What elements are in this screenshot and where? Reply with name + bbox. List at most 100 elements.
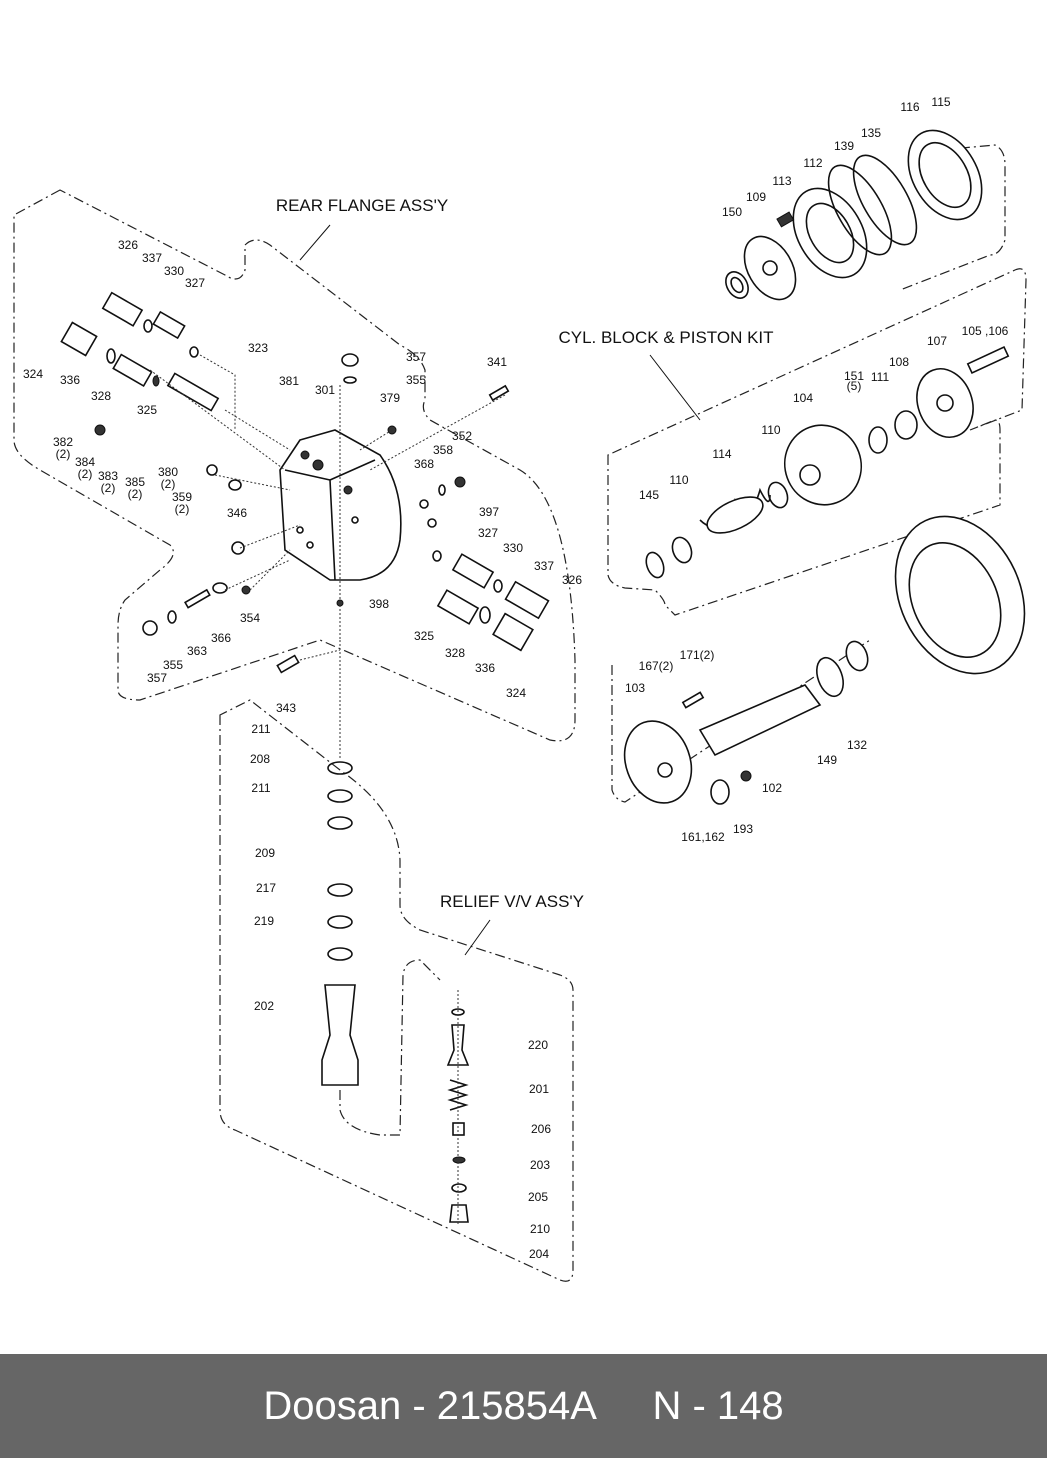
callout-label: 397 — [479, 505, 499, 519]
callout-label: 383 — [98, 469, 118, 483]
callout-label: 327 — [478, 526, 498, 540]
callout-label: 380 — [158, 465, 178, 479]
callout-label: 139 — [834, 139, 854, 153]
callout-label: 398 — [369, 597, 389, 611]
footer-bar: Doosan - 215854A N - 148 — [0, 1354, 1047, 1458]
callout-label: 352 — [452, 429, 472, 443]
callout-label: 325 — [137, 403, 157, 417]
callout-label: 359 — [172, 490, 192, 504]
callout-label: 108 — [889, 355, 909, 369]
motor-housing-boundary — [899, 144, 1006, 291]
callout-label: 203 — [530, 1158, 550, 1172]
callout-label: 324 — [23, 367, 43, 381]
callout-label: 104 — [793, 391, 813, 405]
callout-label: 355 — [406, 373, 426, 387]
callout-label: 384 — [75, 455, 95, 469]
relief-valve-boundary — [219, 699, 574, 1282]
callout-label: 336 — [475, 661, 495, 675]
callout-label: 357 — [147, 671, 167, 685]
callout-label: 358 — [433, 443, 453, 457]
callout-label: 208 — [250, 752, 270, 766]
footer-page-number: N - 148 — [652, 1383, 784, 1428]
callout-label: 325 — [414, 629, 434, 643]
callout-label: 330 — [503, 541, 523, 555]
relief-leader — [464, 919, 491, 956]
rear-flange-leader — [299, 224, 331, 261]
callout-label: 357 — [406, 350, 426, 364]
callout-label: 326 — [562, 573, 582, 587]
callout-label: 132 — [847, 738, 867, 752]
callout-label: 328 — [445, 646, 465, 660]
callout-label: 151 — [844, 369, 864, 383]
callout-label: 341 — [487, 355, 507, 369]
callout-label: 205 — [528, 1190, 548, 1204]
callout-label: 167(2) — [639, 659, 674, 673]
callout-label: 385 — [125, 475, 145, 489]
callout-label: 382 — [53, 435, 73, 449]
rear-flange-title: REAR FLANGE ASS'Y — [276, 196, 448, 215]
callout-label: 202 — [254, 999, 274, 1013]
callout-label: 217 — [256, 881, 276, 895]
callout-label: 201 — [529, 1082, 549, 1096]
callout-label: 113 — [772, 174, 791, 188]
callout-label: 112 — [803, 156, 822, 170]
callout-label: 363 — [187, 644, 207, 658]
callout-label: 103 — [625, 681, 645, 695]
callout-label: 211 — [251, 722, 270, 736]
footer-part-number: Doosan - 215854A — [263, 1383, 597, 1428]
shaft-and-housing — [623, 515, 1026, 805]
callout-label: 337 — [142, 251, 162, 265]
callout-label: 210 — [530, 1222, 550, 1236]
callout-label: 336 — [60, 373, 80, 387]
callout-label: 150 — [722, 205, 742, 219]
callout-label: 109 — [746, 190, 766, 204]
callout-label: 343 — [276, 701, 296, 715]
callout-label: 111 — [871, 370, 890, 384]
callout-label: 355 — [163, 658, 183, 672]
callout-label: (2) — [128, 487, 143, 501]
callout-label: 379 — [380, 391, 400, 405]
callout-label: 171(2) — [680, 648, 715, 662]
callout-label: 220 — [528, 1038, 548, 1052]
callout-label: 145 — [639, 488, 659, 502]
callout-label: 102 — [762, 781, 782, 795]
cyl-block-title: CYL. BLOCK & PISTON KIT — [558, 328, 773, 347]
callout-label: 114 — [712, 447, 731, 461]
callout-label: 204 — [529, 1247, 549, 1261]
relief-inner-boundary — [339, 959, 441, 1136]
footer-spacer — [597, 1384, 653, 1429]
callout-label: 116 — [900, 100, 919, 114]
relief-valve-title: RELIEF V/V ASS'Y — [440, 892, 584, 911]
callout-label: 346 — [227, 506, 247, 520]
callout-label: 161,162 — [681, 830, 725, 844]
callout-label: (2) — [78, 467, 93, 481]
callout-label: 135 — [861, 126, 881, 140]
callout-label: 149 — [817, 753, 837, 767]
cyl-block-boundary — [607, 268, 1027, 616]
callout-label: 206 — [531, 1122, 551, 1136]
callout-label: 328 — [91, 389, 111, 403]
cyl-block-leader — [649, 354, 701, 421]
callout-label: (2) — [56, 447, 71, 461]
callout-label: 107 — [927, 334, 947, 348]
callout-label: 211 — [251, 781, 270, 795]
callout-label: 193 — [733, 822, 753, 836]
callout-label: 327 — [185, 276, 205, 290]
callout-label: 337 — [534, 559, 554, 573]
callout-label: 110 — [761, 423, 780, 437]
callout-label: (5) — [847, 379, 862, 393]
motor-top-parts — [725, 129, 983, 301]
callout-label: (2) — [175, 502, 190, 516]
callout-label: 219 — [254, 914, 274, 928]
callout-label: 368 — [414, 457, 434, 471]
callout-label: 326 — [118, 238, 138, 252]
callout-label: (2) — [161, 477, 176, 491]
callout-label: 301 — [315, 383, 335, 397]
callout-label: 330 — [164, 264, 184, 278]
callout-label: 324 — [506, 686, 526, 700]
cylinder-block-parts — [645, 345, 1010, 579]
rear-flange-small-parts — [60, 291, 550, 674]
